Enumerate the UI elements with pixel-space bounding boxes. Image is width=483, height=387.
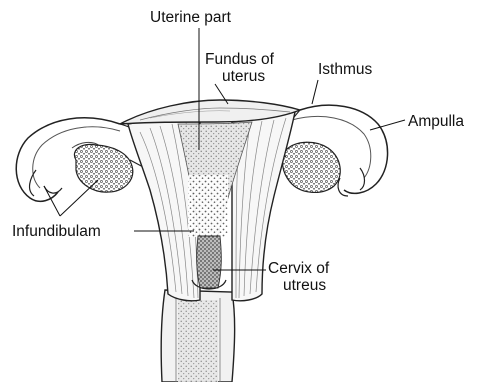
label-uterine-part: Uterine part [150, 9, 232, 26]
leader-infundibulam-right [60, 180, 98, 216]
label-cervix-line1: Cervix of [268, 260, 330, 277]
left-ovary [74, 144, 145, 192]
label-infundibulam: Infundibulam [12, 223, 101, 240]
vagina-shape [161, 290, 234, 382]
label-ampulla: Ampulla [408, 113, 464, 130]
label-fundus-line1: Fundus of [205, 51, 275, 68]
label-isthmus: Isthmus [318, 61, 373, 78]
leader-isthmus [312, 80, 318, 104]
label-cervix-line2: utreus [283, 277, 326, 294]
label-fundus-line2: uterus [222, 68, 265, 85]
